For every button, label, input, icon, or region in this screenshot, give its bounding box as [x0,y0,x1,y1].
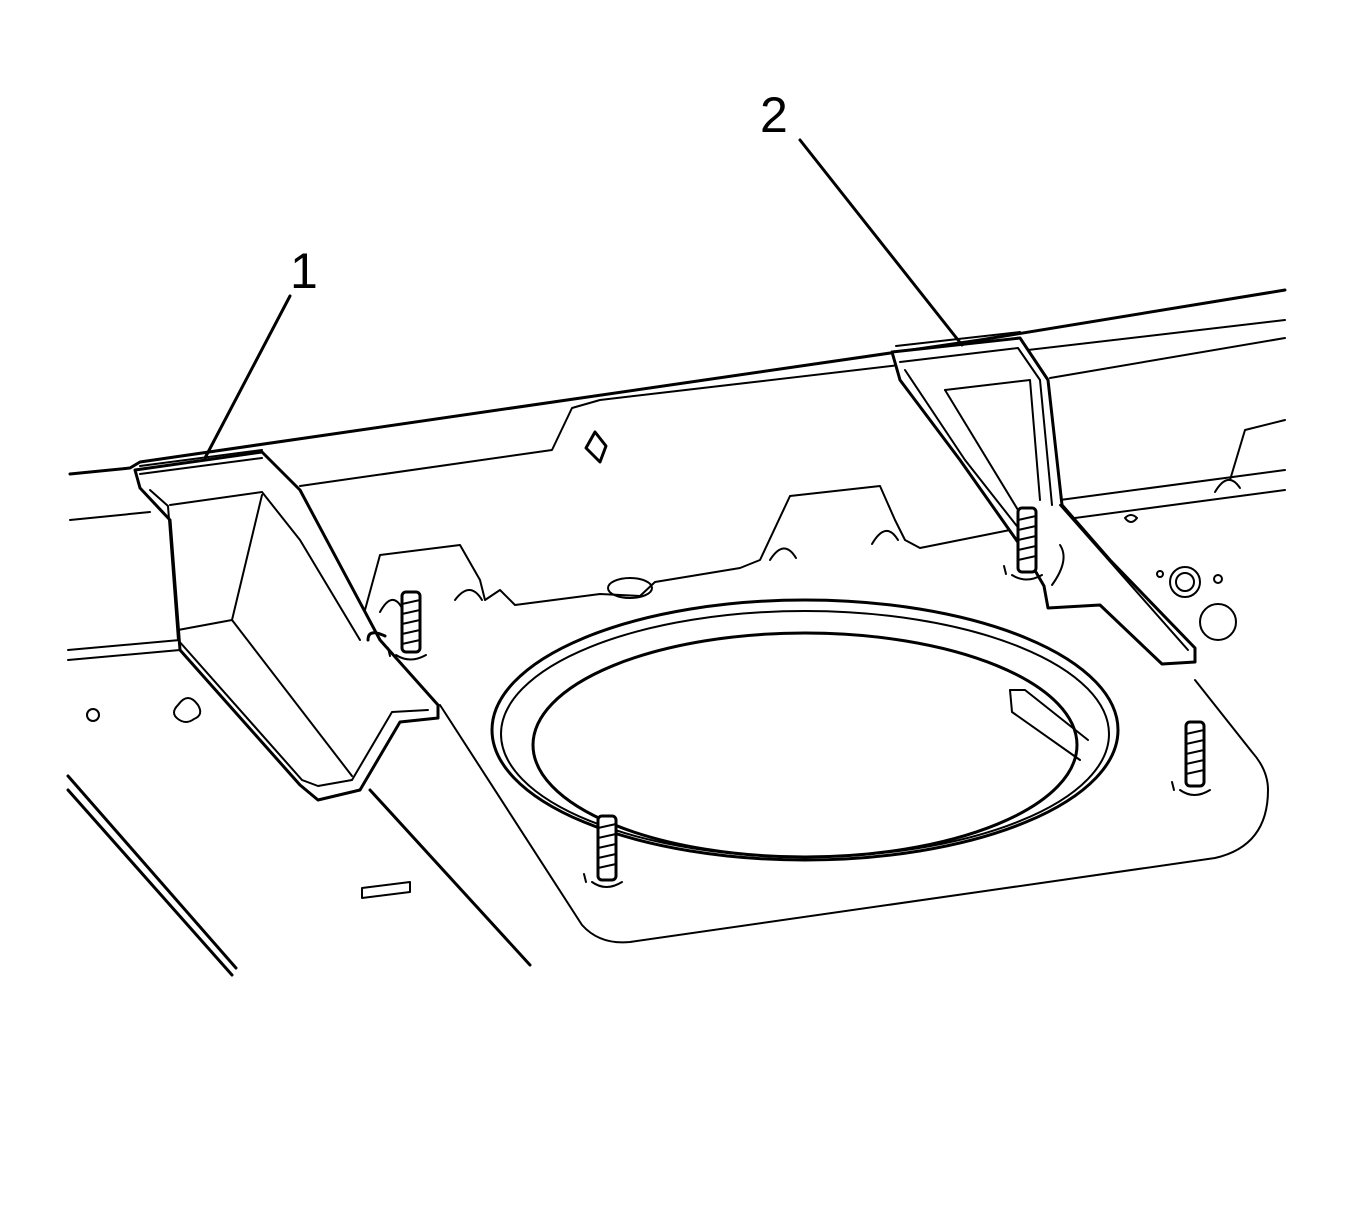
rear-rail [68,288,1287,521]
stud-2 [1003,506,1043,581]
stud-4 [1171,720,1211,796]
stud-1 [387,590,427,661]
stud-3 [583,814,623,888]
callout-1-label: 1 [290,243,318,299]
floor-panel [66,639,532,977]
bracket-2 [890,331,1197,666]
holes [1124,514,1237,641]
callout-2-label: 2 [760,87,788,143]
callout-2-leader [798,138,964,347]
circular-opening [490,598,1120,862]
callout-1-leader [203,294,292,460]
bracket-1 [133,449,440,802]
rail-notches [364,419,1286,613]
mounting-plate [366,544,1269,944]
